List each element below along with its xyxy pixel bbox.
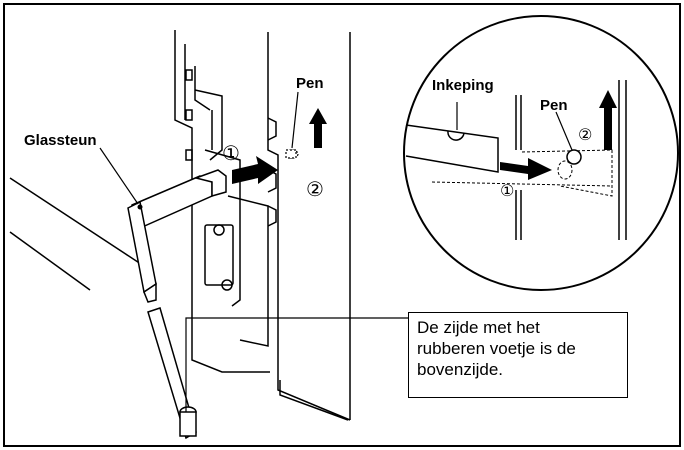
arrow-up-main: [309, 108, 327, 148]
note-line-1: De zijde met het: [417, 318, 540, 337]
label-glass-support: Glassteun: [24, 132, 97, 149]
label-pin-main: Pen: [296, 75, 324, 92]
label-pin-detail: Pen: [540, 97, 568, 114]
glass-support-arm: [127, 169, 227, 303]
detail-inset: [403, 15, 679, 291]
pin-main: [285, 149, 299, 159]
step-2-main: ②: [306, 177, 324, 201]
support-dot: [137, 204, 143, 210]
note-box: De zijde met het rubberen voetje is de b…: [408, 312, 628, 398]
cabinet-rail: [174, 30, 351, 421]
label-notch: Inkeping: [432, 77, 494, 94]
glass-support-leg: [147, 307, 197, 440]
leader-lines: [99, 91, 410, 412]
shelf-edge: [9, 177, 151, 291]
outer-frame: [3, 3, 681, 447]
arrow-right-main: [232, 156, 278, 184]
note-line-2: rubberen voetje is de: [417, 339, 576, 358]
step-1-main: ①: [222, 141, 240, 165]
step-1-detail: ①: [500, 181, 514, 200]
step-2-detail: ②: [578, 125, 592, 144]
note-line-3: bovenzijde.: [417, 360, 504, 379]
